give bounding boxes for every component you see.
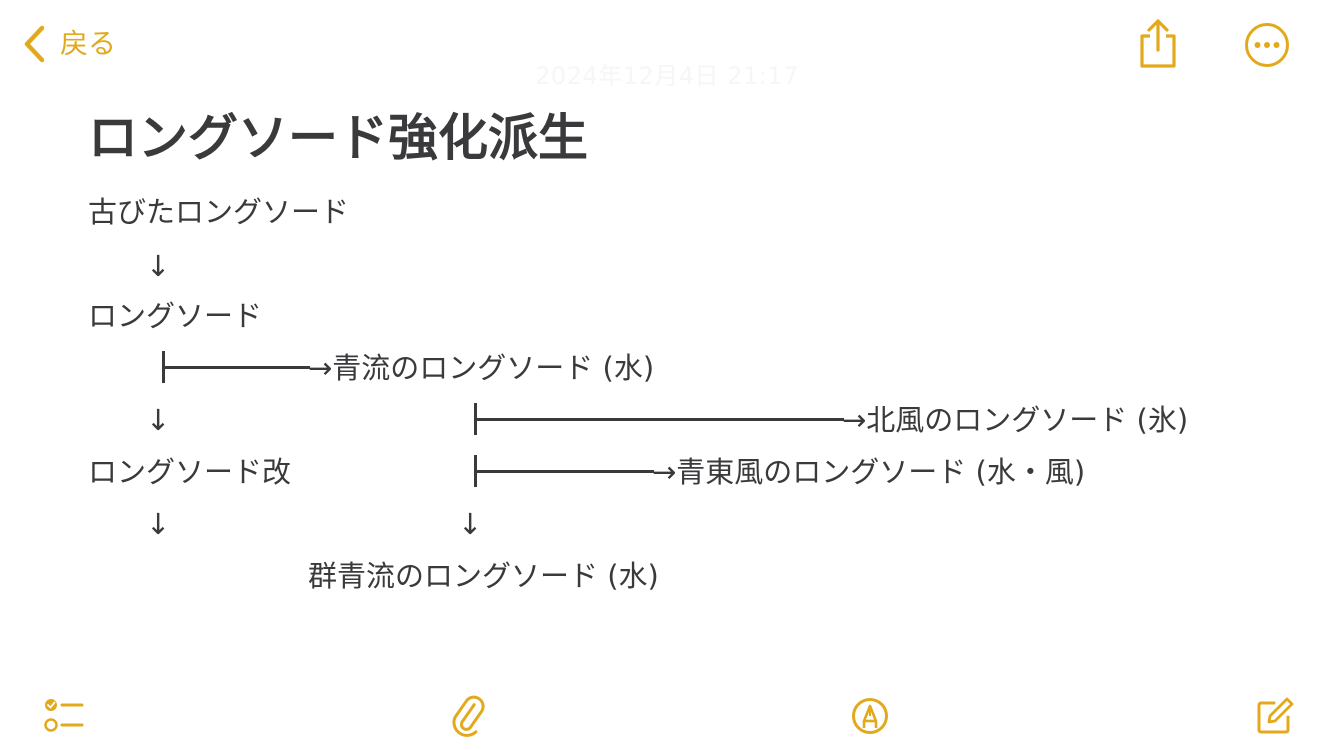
down-arrow: ↓ — [146, 507, 171, 541]
branch-line — [476, 470, 654, 473]
branch-tick — [162, 351, 165, 383]
ellipsis-circle-icon — [1244, 23, 1290, 72]
down-arrow: ↓ — [146, 249, 171, 283]
attach-button[interactable] — [446, 694, 490, 738]
note-line: 群青流のロングソード (水) — [308, 559, 659, 593]
note-title: ロングソード強化派生 — [88, 109, 588, 167]
chevron-left-icon — [22, 24, 46, 64]
note-line: 古びたロングソード — [88, 195, 350, 229]
back-button[interactable]: 戻る — [22, 22, 116, 66]
more-button[interactable] — [1244, 22, 1290, 68]
compose-icon — [1252, 697, 1296, 742]
note-line: →青流のロングソード (水) — [308, 351, 655, 385]
note-line: →青東風のロングソード (水・風) — [652, 455, 1086, 489]
compose-button[interactable] — [1252, 694, 1296, 738]
note-line: →北風のロングソード (氷) — [842, 403, 1189, 437]
branch-tick — [474, 403, 477, 435]
back-label: 戻る — [60, 27, 117, 60]
note-line: ロングソード改 — [88, 455, 292, 489]
share-button[interactable] — [1136, 18, 1180, 70]
down-arrow: ↓ — [146, 403, 171, 437]
paperclip-icon — [446, 695, 490, 742]
branch-line — [164, 366, 310, 369]
note-timestamp: 2024年12月4日 21:17 — [535, 62, 799, 90]
note-line: ロングソード — [88, 299, 263, 333]
markup-pen-icon — [848, 698, 892, 742]
down-arrow: ↓ — [458, 507, 483, 541]
checklist-icon — [42, 699, 86, 742]
checklist-button[interactable] — [42, 694, 86, 738]
markup-button[interactable] — [848, 694, 892, 738]
share-icon — [1136, 19, 1180, 74]
branch-tick — [474, 455, 477, 487]
branch-line — [476, 418, 844, 421]
